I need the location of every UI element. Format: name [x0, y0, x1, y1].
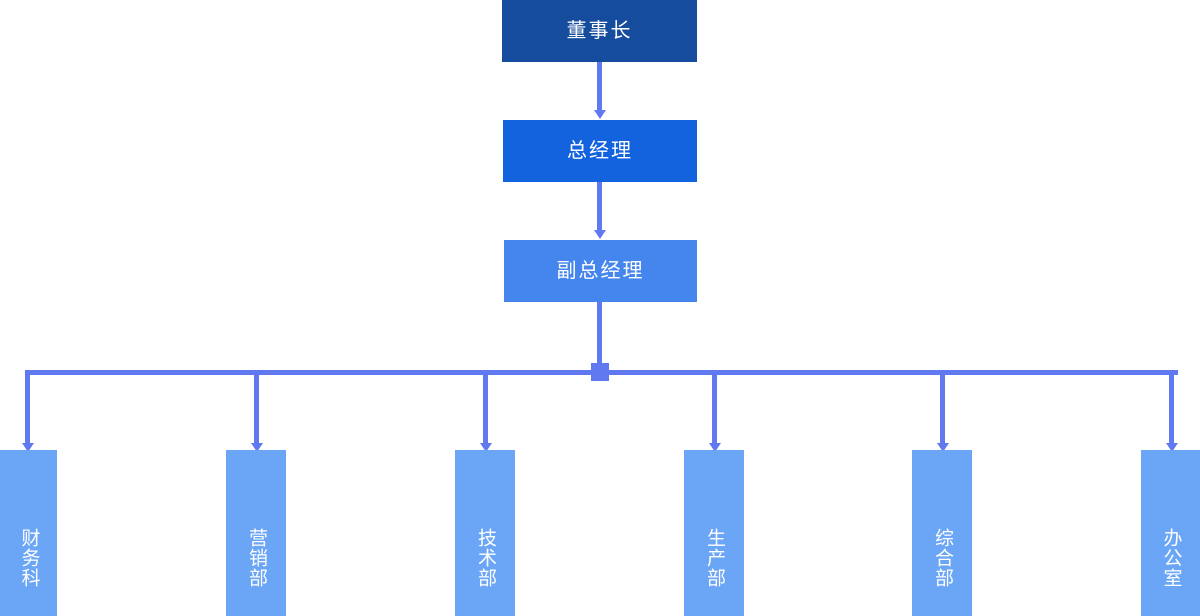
connector-drop-office [1169, 370, 1174, 445]
org-node-production-department[interactable]: 生产部 [684, 450, 744, 616]
org-node-chairman-label: 董事长 [566, 20, 633, 42]
connector-drop-marketing-department [254, 370, 259, 445]
connector-drop-general-affairs-department [940, 370, 945, 445]
org-node-deputy-general-manager-label: 副总经理 [556, 260, 645, 282]
org-node-chairman[interactable]: 董事长 [502, 0, 697, 62]
org-node-deputy-general-manager[interactable]: 副总经理 [504, 240, 697, 302]
org-node-general-manager[interactable]: 总经理 [503, 120, 697, 182]
arrowhead-technology-department [479, 443, 492, 452]
connector-dgm-to-bus [597, 302, 602, 370]
org-node-finance-section-label: 财务科 [18, 528, 40, 588]
arrowhead-general-affairs-department [936, 443, 949, 452]
org-node-office-label: 办公室 [1160, 528, 1182, 588]
org-node-technology-department[interactable]: 技术部 [455, 450, 515, 616]
arrowhead-marketing-department [250, 443, 263, 452]
org-node-marketing-department[interactable]: 营销部 [226, 450, 286, 616]
connector-drop-technology-department [483, 370, 488, 445]
arrowhead-chairman-to-gm [593, 110, 606, 119]
org-node-general-manager-label: 总经理 [567, 140, 633, 162]
connector-chairman-to-gm [597, 62, 602, 111]
connector-junction-node [591, 363, 609, 381]
arrowhead-office [1165, 443, 1178, 452]
org-node-marketing-department-label: 营销部 [246, 528, 268, 588]
arrowhead-production-department [708, 443, 721, 452]
arrowhead-finance-section [21, 443, 34, 452]
connector-gm-to-dgm [597, 182, 602, 231]
connector-drop-finance-section [25, 370, 30, 445]
org-node-production-department-label: 生产部 [704, 528, 726, 588]
org-node-general-affairs-department[interactable]: 综合部 [912, 450, 972, 616]
org-node-office[interactable]: 办公室 [1141, 450, 1200, 616]
org-node-technology-department-label: 技术部 [475, 528, 497, 588]
org-node-general-affairs-department-label: 综合部 [932, 528, 954, 588]
arrowhead-gm-to-dgm [593, 230, 606, 239]
connector-drop-production-department [712, 370, 717, 445]
org-node-finance-section[interactable]: 财务科 [0, 450, 57, 616]
